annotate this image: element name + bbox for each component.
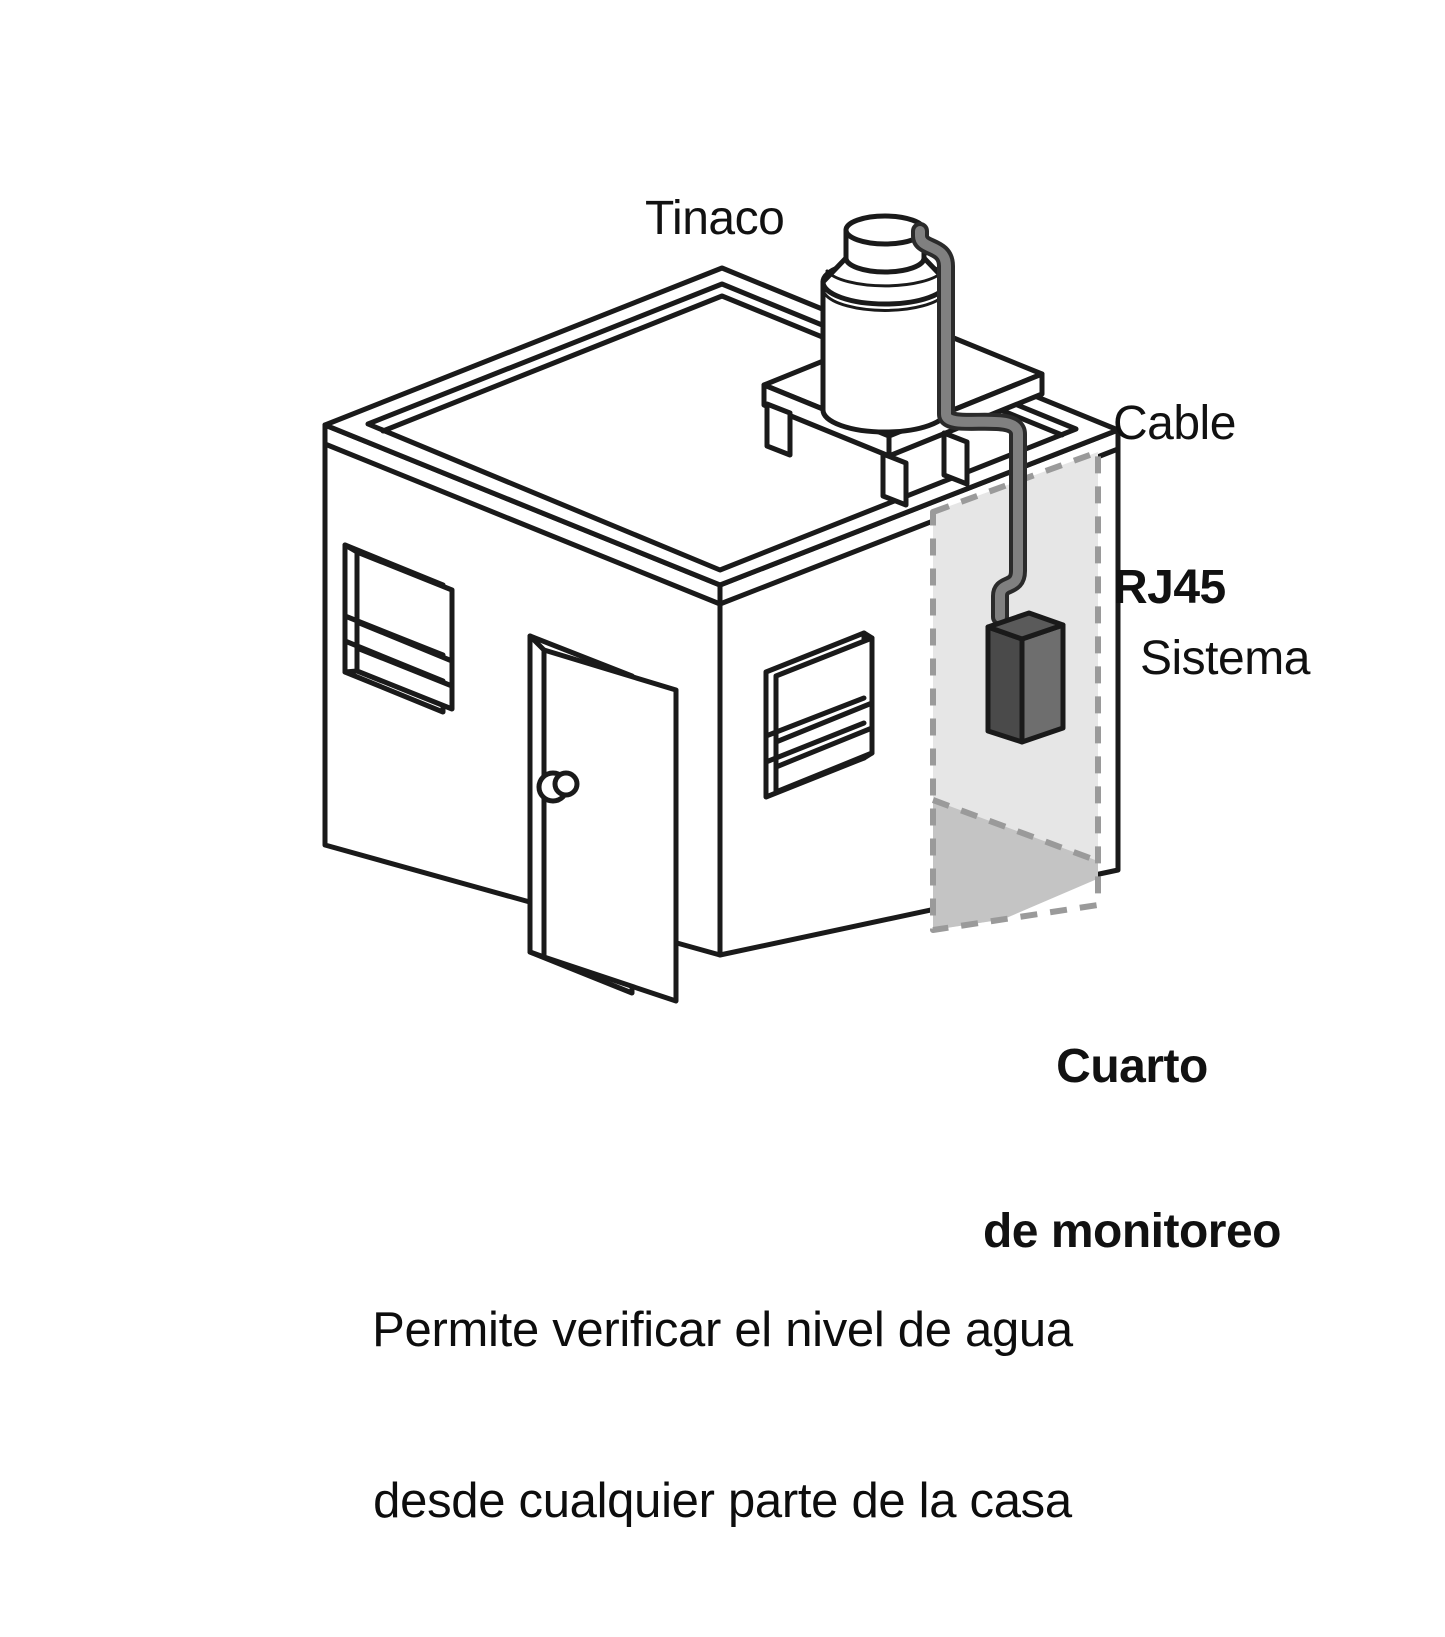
label-sistema: Sistema [1140,632,1310,685]
tank-platform-leg-center [880,451,909,508]
isometric-house-illustration [322,213,1121,1004]
monitor-device-right-face [1019,622,1066,745]
window-right-louver-1b [773,700,875,745]
window-right-reveal-top [861,630,875,641]
label-tinaco: Tinaco [645,192,785,245]
tank-platform-leg-left [764,401,793,458]
label-cable-line2: RJ45 [1113,560,1226,614]
window-left-louver-2b [354,645,455,689]
window-right-reveal-bottom [861,750,875,761]
window-right-louver-1 [763,695,867,739]
label-cable-line1: Cable [1113,396,1236,450]
rj45-cable-core [915,226,1023,622]
caption-line2: desde cualquier parte de la casa [373,1474,1072,1529]
monitor-device-top-face [985,610,1066,642]
monitoring-room-outline [930,449,1101,933]
caption-line1: Permite verificar el nivel de agua [372,1302,1073,1357]
door-leaf [541,647,679,1004]
roof-eave-front-right [717,427,1121,607]
label-monitoring-room-line2: de monitoreo [982,1204,1282,1258]
label-monitoring-room: Cuarto de monitoreo [962,935,1302,1364]
door-sill-edge [527,949,547,960]
window-right-louver-2 [763,720,867,765]
diagram-canvas: Tinaco Cable RJ45 Sistema Cuarto de moni… [322,192,1311,1529]
label-monitoring-room-line1: Cuarto [1056,1039,1208,1093]
door-frame-edge [527,633,547,653]
roof-eave-front-left [322,422,723,607]
window-left-louver-1b [354,619,455,664]
window-right-louver-2b [773,725,875,770]
tank-platform-leg-right [941,430,970,487]
diagram-caption: Permite verificar el nivel de agua desde… [0,1196,1445,1637]
window-left-reveal-top [342,542,360,555]
label-cable-rj45: Cable RJ45 [1113,292,1236,720]
window-left-inner [354,549,455,712]
monitor-device-left-face [985,624,1025,745]
water-tank-rib-2 [823,292,947,312]
water-tank-rib-1 [825,269,945,288]
window-left-reveal-bottom [342,668,360,675]
door-knob-rose [552,770,580,798]
